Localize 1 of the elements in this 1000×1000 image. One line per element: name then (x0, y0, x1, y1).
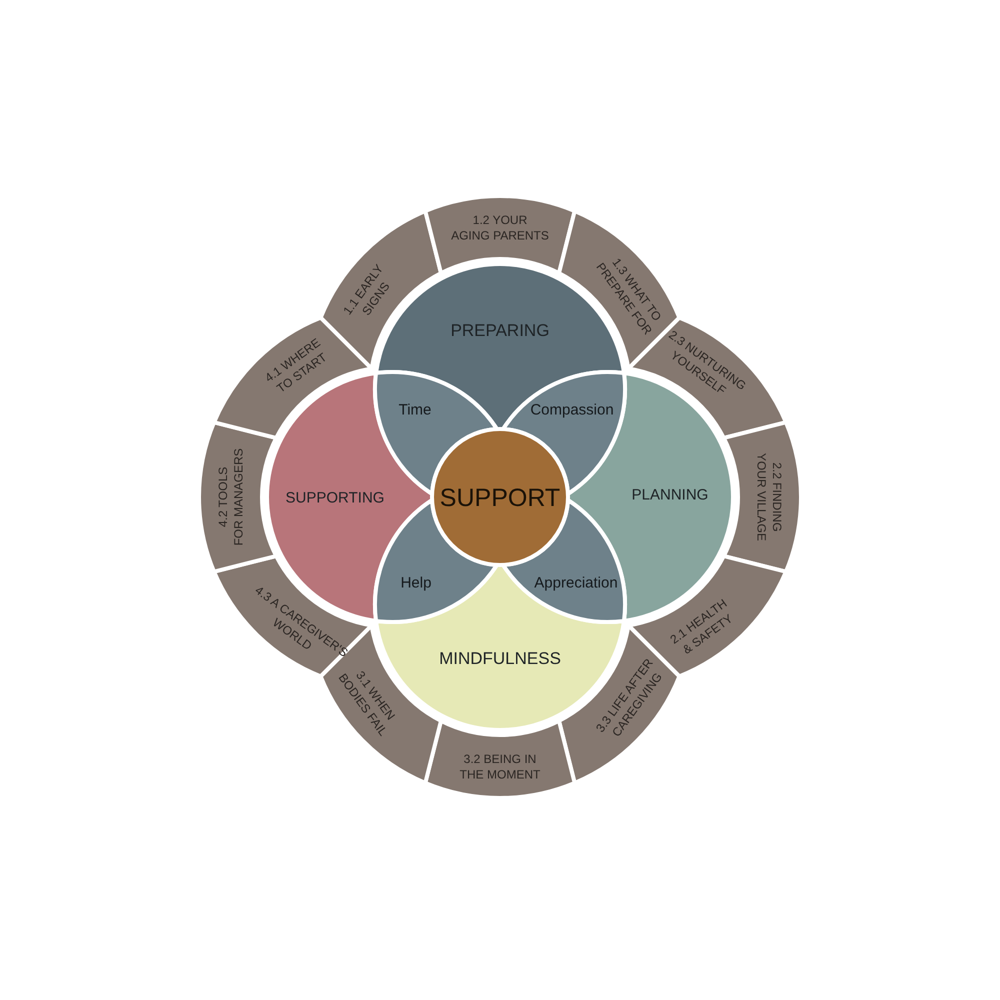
center-circle: SUPPORT (430, 427, 570, 567)
